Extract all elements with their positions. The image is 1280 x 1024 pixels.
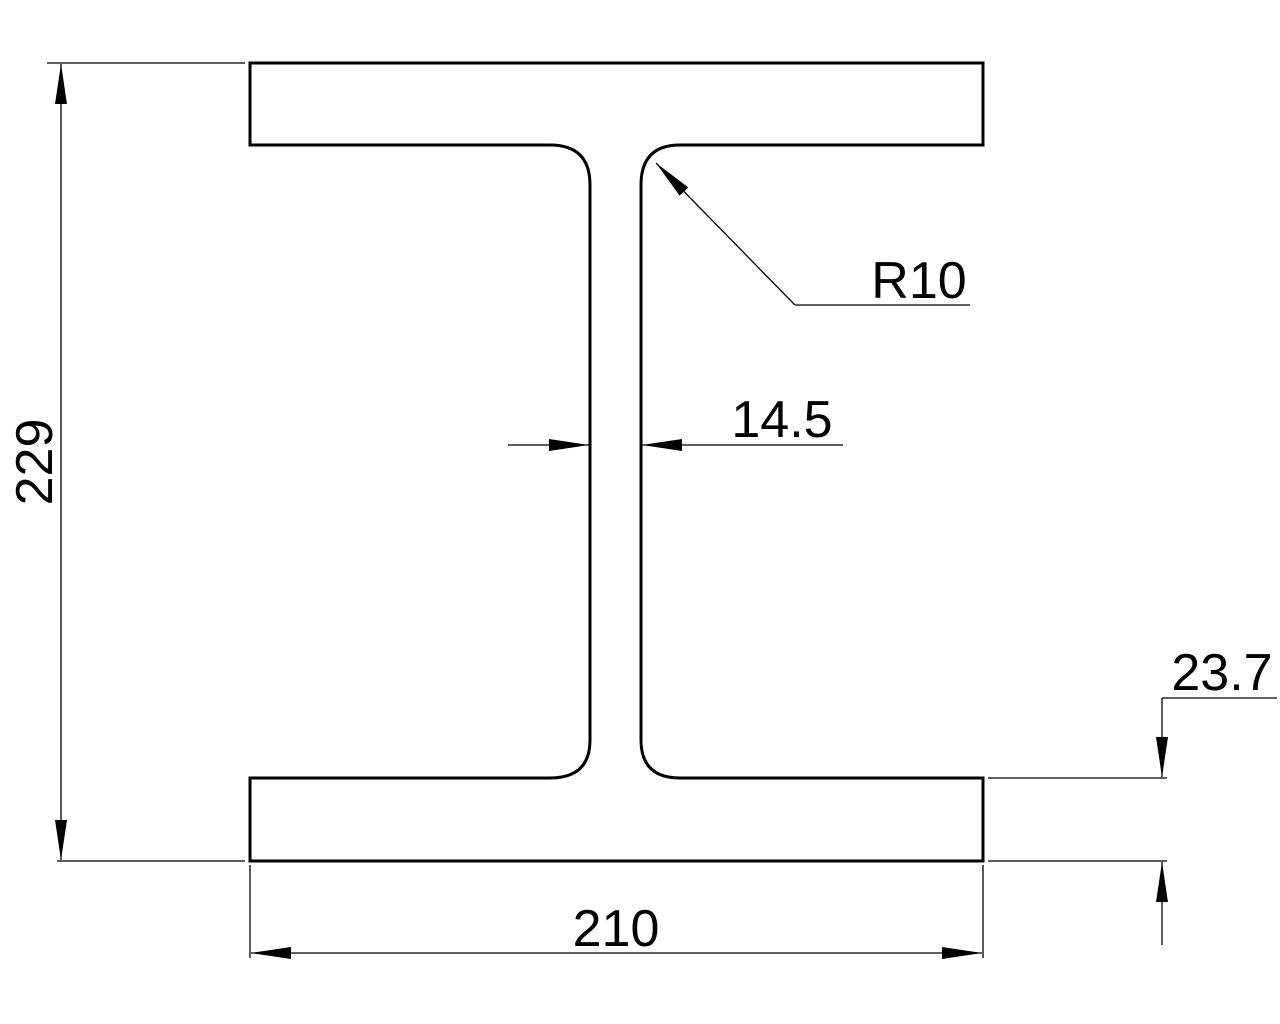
width-dimension	[249, 865, 984, 959]
flange-thickness-label: 23.7	[1171, 644, 1272, 702]
fillet-radius-label: R10	[871, 252, 966, 310]
flange-thickness-dimension	[988, 697, 1277, 945]
web-thickness-label: 14.5	[731, 391, 832, 449]
ibeam-profile	[248, 61, 985, 863]
width-label: 210	[573, 900, 660, 958]
fillet-radius-leader	[655, 162, 970, 306]
height-label: 229	[6, 419, 64, 506]
height-dimension	[47, 62, 245, 862]
